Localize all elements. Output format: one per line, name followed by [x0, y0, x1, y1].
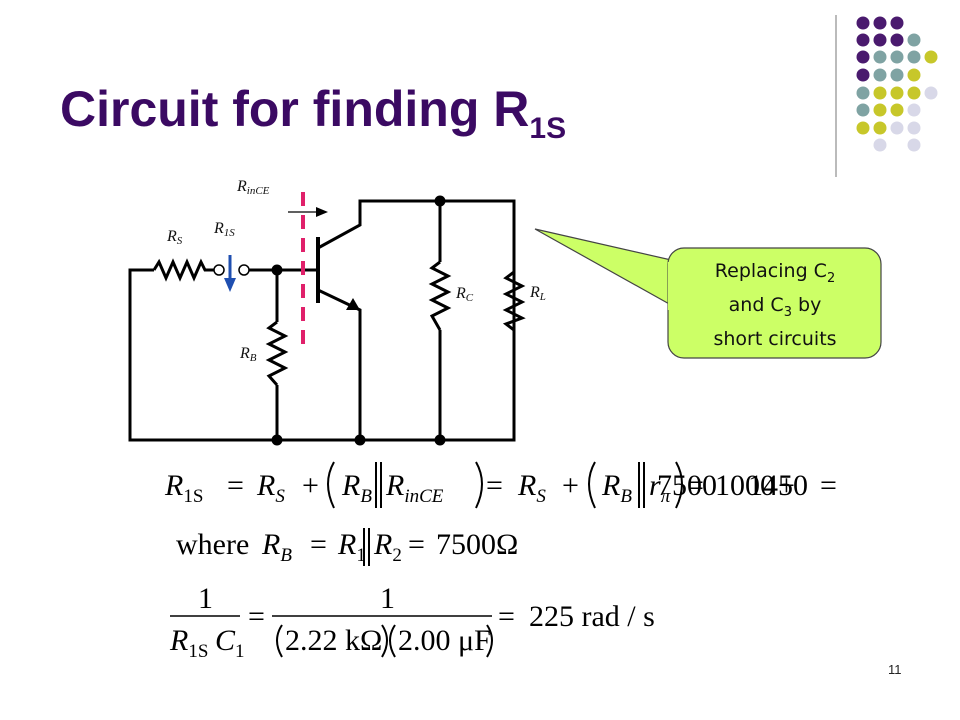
r1s-arrow-icon	[224, 278, 236, 292]
svg-text:225 rad / s: 225 rad / s	[529, 600, 655, 633]
svg-text:R1S C1: R1S C1	[169, 624, 245, 664]
circuit-diagram	[128, 195, 526, 446]
label-rc: RC	[455, 285, 474, 304]
resistor-rb	[265, 320, 289, 386]
svg-text:=: =	[498, 600, 515, 633]
decorative-dot-grid	[856, 16, 938, 152]
page-number: 11	[888, 662, 902, 677]
callout-text: Replacing C2 and C3 by short circuits	[672, 258, 878, 352]
label-rince: RinCE	[236, 178, 270, 197]
resistor-rl	[502, 270, 526, 332]
equation-r1s-brackets	[327, 461, 683, 509]
svg-text:2.00 μF: 2.00 μF	[398, 624, 491, 657]
wires	[128, 199, 516, 442]
equation-r1s: R1S = RS + RB RinCE = RS + RB rπ = 1000 …	[164, 469, 837, 509]
callout-line-2: and C3 by	[728, 293, 822, 320]
svg-text:1: 1	[198, 582, 213, 615]
equation-rb: where RB = R1 R2 = 7500Ω	[176, 528, 518, 568]
junction-dots	[271, 195, 446, 446]
svg-text:=: =	[248, 600, 265, 633]
label-rl: RL	[529, 284, 546, 303]
equation-omega: 1 R1S C1 = 1 2.22 kΩ 2.00 μF = 225 rad /…	[169, 582, 655, 664]
svg-text:where RB = R: where RB = R1 R2 = 7500Ω	[176, 528, 518, 568]
terminal-right	[238, 264, 250, 276]
svg-text:2.22 kΩ: 2.22 kΩ	[285, 624, 382, 657]
svg-text:R1S = RS +: R1S = RS + RB RinCE = RS + RB rπ = 1000 …	[164, 469, 795, 509]
callout-line-3: short circuits	[713, 327, 837, 350]
callout-bubble	[534, 228, 882, 359]
label-rb: RB	[239, 345, 257, 364]
label-rs: RS	[166, 228, 183, 247]
callout-line-1: Replacing C2	[714, 260, 836, 286]
emitter-arrow-icon	[346, 298, 360, 310]
resistor-rs	[152, 258, 214, 282]
label-r1s: R1S	[213, 220, 235, 239]
slide-title: Circuit for finding R1S	[60, 81, 567, 145]
rince-arrow-icon	[316, 207, 328, 217]
terminal-left	[213, 264, 225, 276]
svg-text:1: 1	[380, 582, 395, 615]
resistor-rc	[428, 260, 452, 331]
svg-text:7500 1450 =: 7500 1450 =	[657, 469, 837, 502]
